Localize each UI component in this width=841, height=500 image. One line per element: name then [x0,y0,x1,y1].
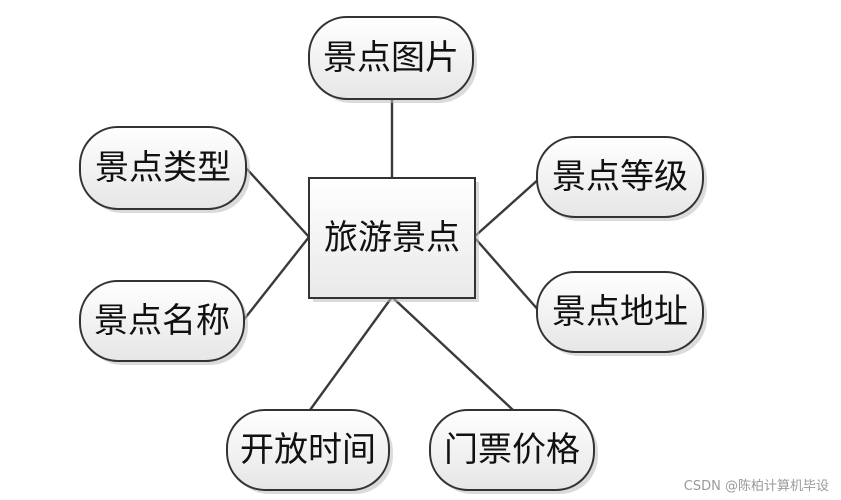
connector-name [241,236,310,323]
connector-level [473,177,541,238]
attribute-name: 景点名称 [79,280,248,365]
watermark: CSDN @陈柏计算机毕设 [683,479,829,494]
attribute-level: 景点等级 [536,136,707,221]
attribute-label-ticket-price: 门票价格 [444,430,580,470]
attribute-pill [79,280,245,362]
entity-label: 旅游景点 [324,218,460,258]
connector-open-time [309,296,393,411]
attribute-label-name: 景点名称 [94,301,230,341]
attribute-label-picture: 景点图片 [323,38,459,78]
attribute-pill [429,409,595,491]
attribute-picture: 景点图片 [308,16,477,103]
attribute-type: 景点类型 [79,126,250,213]
entity-tourist-attraction: 旅游景点 [308,177,479,302]
attribute-ticket-price: 门票价格 [429,409,598,494]
attribute-address: 景点地址 [536,271,707,356]
entity-box [308,177,476,299]
attribute-label-level: 景点等级 [552,157,688,197]
connectors [241,98,541,411]
connector-type [245,167,310,238]
attribute-pill [536,271,704,353]
connector-ticket-price [391,296,514,411]
attribute-label-address: 景点地址 [552,292,688,332]
attribute-open-time: 开放时间 [226,409,393,494]
attribute-label-type: 景点类型 [95,148,231,188]
attribute-pill [308,16,474,100]
attribute-pill [536,136,704,218]
attribute-pill [226,409,390,491]
attribute-pill [79,126,247,210]
connector-address [473,236,541,313]
attribute-label-open-time: 开放时间 [240,430,376,470]
